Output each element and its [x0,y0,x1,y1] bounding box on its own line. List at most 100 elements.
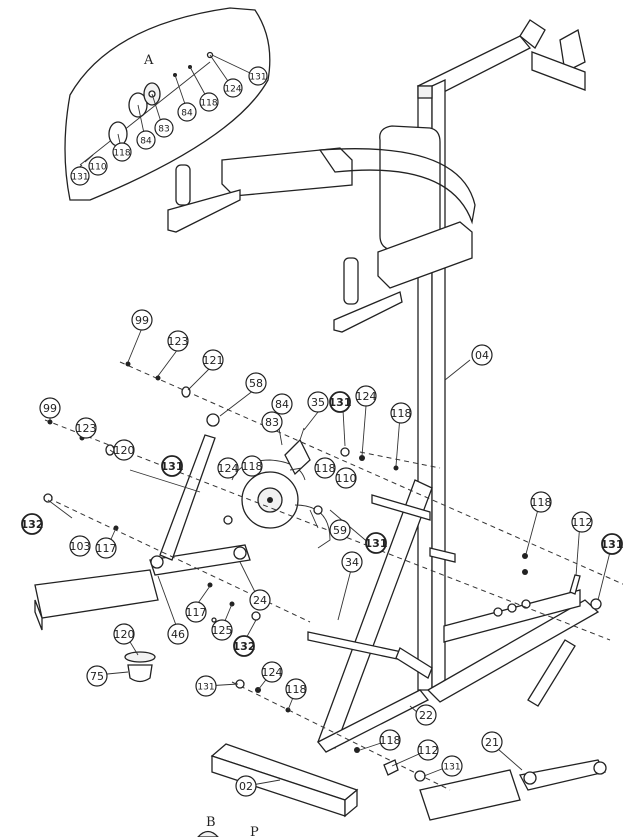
callout-131: 131 [161,455,183,477]
svg-text:117: 117 [96,542,117,555]
callout-35: 35 [307,391,329,413]
svg-text:123: 123 [76,422,97,435]
callout-83: 83 [154,118,174,138]
callout-84: 84 [177,102,197,122]
svg-text:131: 131 [249,73,266,83]
svg-text:24: 24 [253,594,267,607]
callout-46: 46 [167,623,189,645]
svg-text:84: 84 [275,398,289,411]
callout-120: 120 [113,623,135,645]
svg-text:59: 59 [333,524,347,537]
svg-text:83: 83 [158,125,169,135]
callout-118: 118 [390,402,412,424]
svg-text:132: 132 [21,518,44,531]
svg-text:99: 99 [43,402,57,415]
callout-117: 117 [185,601,207,623]
callout-22: 22 [415,704,437,726]
callout-118: 118 [112,142,132,162]
svg-text:131: 131 [71,173,88,183]
detail-b-fragment: B P [197,815,259,837]
svg-text:118: 118 [286,683,307,696]
callout-131: 131 [195,675,217,697]
callout-131: 131 [365,532,388,554]
svg-text:131: 131 [197,683,214,693]
callout-124: 124 [223,78,243,98]
detail-a-letter: A [143,53,154,68]
callout-132: 132 [233,635,256,657]
svg-text:84: 84 [140,137,152,147]
svg-text:118: 118 [531,496,552,509]
callout-24: 24 [249,589,271,611]
callout-83: 83 [261,411,283,433]
svg-text:131: 131 [329,396,352,409]
svg-text:83: 83 [265,416,279,429]
svg-text:110: 110 [89,163,106,173]
callout-112: 112 [571,511,593,533]
svg-text:02: 02 [239,780,253,793]
callout-118: 118 [199,92,219,112]
svg-text:84: 84 [181,109,193,119]
svg-text:112: 112 [572,516,593,529]
svg-text:21: 21 [485,736,499,749]
callout-118: 118 [379,729,401,751]
svg-text:131: 131 [365,537,388,550]
left-dip-stand [34,413,251,631]
callout-99: 99 [39,397,61,419]
callout-02: 02 [235,775,257,797]
svg-text:121: 121 [203,354,224,367]
svg-text:22: 22 [419,709,433,722]
callout-110: 110 [335,467,357,489]
svg-text:124: 124 [224,85,241,95]
svg-text:103: 103 [70,540,91,553]
callout-125: 125 [211,619,233,641]
detail-p-letter: P [250,825,259,837]
svg-text:118: 118 [391,407,412,420]
callout-99: 99 [131,309,153,331]
callout-117: 117 [95,537,117,559]
svg-text:58: 58 [249,377,263,390]
callout-123: 123 [167,330,189,352]
svg-text:125: 125 [212,624,233,637]
callout-110: 110 [88,156,108,176]
callout-59: 59 [329,519,351,541]
svg-text:120: 120 [114,628,135,641]
callout-118: 118 [241,455,263,477]
callout-132: 132 [21,513,44,535]
callout-121: 121 [202,349,224,371]
svg-text:132: 132 [233,640,256,653]
svg-text:04: 04 [475,349,489,362]
detail-b-letter: B [206,815,216,830]
callout-118: 118 [530,491,552,513]
svg-text:75: 75 [90,670,104,683]
hardware-bits [43,361,602,782]
svg-text:124: 124 [356,390,377,403]
svg-text:46: 46 [171,628,185,641]
callout-124: 124 [217,457,239,479]
callout-124: 124 [261,661,283,683]
callout-131: 131 [70,166,90,186]
callout-123: 123 [75,417,97,439]
callout-120: 120 [113,439,135,461]
callout-103: 103 [69,535,91,557]
svg-text:112: 112 [418,744,439,757]
callout-118: 118 [285,678,307,700]
callout-131: 131 [248,66,268,86]
svg-text:117: 117 [186,606,207,619]
callouts: 131 124 118 84 83 84 118 110 131 99 123 … [21,66,623,797]
svg-text:131: 131 [601,538,623,551]
callout-75: 75 [86,665,108,687]
callout-118: 118 [314,457,336,479]
callout-131: 131 [601,533,623,555]
callout-112: 112 [417,739,439,761]
svg-text:110: 110 [336,472,357,485]
callout-131: 131 [329,391,352,413]
assembly-axes [44,361,623,791]
callout-21: 21 [481,731,503,753]
svg-text:123: 123 [168,335,189,348]
svg-text:131: 131 [443,763,460,773]
svg-text:34: 34 [345,556,359,569]
svg-text:99: 99 [135,314,149,327]
callout-84: 84 [136,130,156,150]
callout-34: 34 [341,551,363,573]
